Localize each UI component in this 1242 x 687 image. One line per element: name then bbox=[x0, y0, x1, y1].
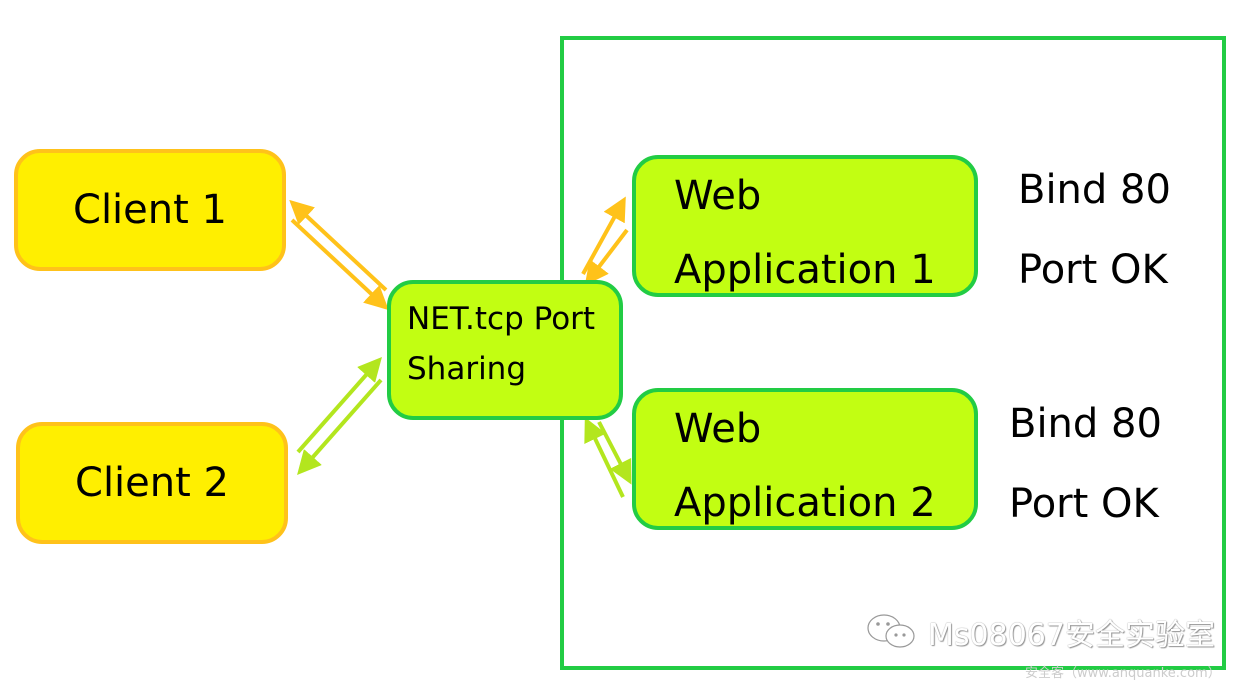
client-2-label: Client 2 bbox=[75, 460, 229, 506]
web-app-2-status: Bind 80 Port OK bbox=[1009, 384, 1162, 544]
watermark-text: Ms08067安全实验室 bbox=[928, 618, 1215, 653]
watermark-subtext: 安全客（www.anquanke.com） bbox=[1025, 666, 1221, 681]
web-app-1-port: Port OK bbox=[1018, 247, 1168, 293]
web-app-1-bind: Bind 80 bbox=[1018, 167, 1171, 213]
web-app-1-line2: Application 1 bbox=[674, 247, 936, 293]
web-app-1-line1: Web bbox=[674, 173, 762, 219]
arrow-hub-to-app2 bbox=[597, 421, 632, 485]
client-1-label: Client 1 bbox=[73, 187, 227, 233]
arrow-client1-to-hub bbox=[290, 218, 389, 311]
watermark: Ms08067安全实验室 bbox=[866, 610, 1215, 654]
arrow-hub-to-client1 bbox=[289, 199, 388, 292]
client-2-node: Client 2 bbox=[16, 422, 288, 544]
web-app-1-node: Web Application 1 bbox=[632, 155, 978, 297]
web-app-2-bind: Bind 80 bbox=[1009, 401, 1162, 447]
arrow-app2-to-hub bbox=[584, 417, 625, 498]
web-app-2-line2: Application 2 bbox=[674, 480, 936, 526]
wechat-icon bbox=[867, 614, 915, 648]
arrow-client2-to-hub bbox=[296, 357, 382, 454]
web-app-2-port: Port OK bbox=[1009, 481, 1159, 527]
hub-label-line2: Sharing bbox=[407, 351, 527, 387]
web-app-2-node: Web Application 2 bbox=[632, 388, 978, 530]
web-app-2-line1: Web bbox=[674, 406, 762, 452]
client-1-node: Client 1 bbox=[14, 149, 286, 271]
hub-label-line1: NET.tcp Port bbox=[407, 301, 596, 337]
arrow-hub-to-client2 bbox=[297, 378, 383, 475]
arrow-app1-to-hub bbox=[584, 228, 629, 286]
port-sharing-node: NET.tcp Port Sharing bbox=[387, 280, 623, 420]
web-app-1-status: Bind 80 Port OK bbox=[1018, 150, 1171, 310]
